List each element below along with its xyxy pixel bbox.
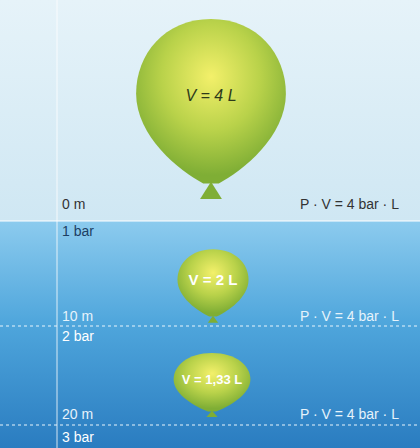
balloon-knot (200, 182, 222, 199)
depth-label: 1 bar (62, 223, 94, 239)
surface-line (0, 221, 420, 222)
volume-label: V = 1,33 L (172, 372, 252, 387)
balloon: V = 4 L (133, 16, 289, 202)
volume-label: V = 4 L (133, 87, 289, 105)
balloon-shape (133, 16, 289, 202)
air (0, 0, 420, 221)
depth-label: 10 m (62, 308, 93, 324)
depth-label: 3 bar (62, 429, 94, 445)
scale-line (57, 0, 58, 448)
formula-label: P · V = 4 bar · L (300, 308, 399, 324)
depth-line (0, 425, 420, 426)
water (0, 221, 420, 448)
depth-line (0, 326, 420, 327)
depth-label: 0 m (62, 196, 85, 212)
balloon: V = 1,33 L (172, 352, 252, 418)
balloon-knot (208, 316, 218, 323)
volume-label: V = 2 L (176, 271, 250, 288)
formula-label: P · V = 4 bar · L (300, 196, 399, 212)
formula-label: P · V = 4 bar · L (300, 406, 399, 422)
depth-label: 2 bar (62, 328, 94, 344)
depth-label: 20 m (62, 406, 93, 422)
balloon-knot (206, 411, 217, 417)
balloon: V = 2 L (176, 248, 250, 324)
